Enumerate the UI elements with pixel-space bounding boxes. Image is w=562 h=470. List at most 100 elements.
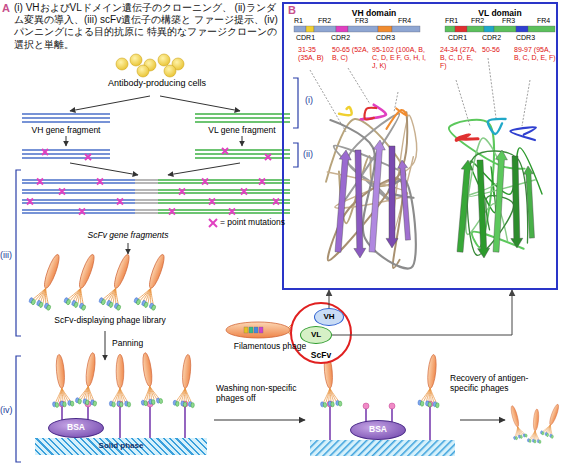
mutation-stroke [79, 209, 85, 215]
phage-gene-block [249, 327, 253, 333]
phage-fiber [86, 386, 95, 401]
domain-segment [516, 26, 528, 32]
vl-gene-line [195, 157, 290, 159]
vl-head [101, 299, 106, 305]
antigen [117, 401, 123, 407]
phage [98, 251, 138, 311]
mutation-stroke [179, 189, 185, 195]
vl-gene-line [195, 153, 290, 155]
vl-head [428, 402, 432, 407]
protein-coil [361, 105, 386, 120]
antigen-stem [329, 404, 331, 440]
phage-fiber [115, 388, 120, 402]
flow-arrow [242, 136, 243, 146]
label-text: (iv) [0, 405, 20, 415]
mutation-stroke [117, 199, 123, 205]
phage-fiber [534, 431, 540, 440]
label-text: Recovery of antigen-specific phages [450, 374, 530, 393]
phage-fiber [111, 288, 118, 302]
vl-gene-line [195, 117, 290, 119]
phage [505, 404, 527, 440]
label-text: Antibody-producing cells [92, 78, 222, 88]
phage-body [141, 352, 153, 387]
vl-head [46, 304, 51, 310]
label-text: ScFv-displaying phage library [30, 316, 190, 326]
phage-fiber [150, 385, 159, 400]
vl-head [127, 402, 130, 407]
flow-arrow [66, 136, 67, 146]
phage-body [84, 352, 96, 387]
antibody-cell [137, 65, 149, 77]
antigen-stem [149, 404, 151, 438]
phage-fiber [41, 288, 46, 302]
vl-head [551, 435, 554, 439]
protein-coil [328, 112, 407, 268]
vl-gene-line [158, 199, 290, 200]
residue-range: 89-97 (95A, B, C, D, E, F) [514, 46, 556, 62]
phage-body [147, 253, 167, 290]
mutation-stroke [27, 199, 33, 205]
phage-body [548, 403, 560, 425]
point-mutation-mark [59, 189, 65, 195]
beta-strand [354, 150, 366, 258]
phage-fiber [544, 424, 550, 433]
vl-gene-line [158, 202, 290, 203]
flow-arrow [70, 163, 138, 175]
antigen [389, 403, 395, 409]
label-text: Washing non-specific phages off [216, 384, 312, 403]
phage-fiber [330, 388, 339, 402]
phage-fiber [533, 431, 535, 440]
mutation-stroke [79, 209, 85, 215]
antigen-stem [184, 404, 186, 438]
label-text: CDR2 [482, 34, 506, 42]
label-text: CDR3 [516, 34, 540, 42]
domain-segment [294, 26, 306, 32]
bracket [16, 356, 21, 462]
vh-gene-line [22, 117, 110, 119]
phage-body [55, 354, 66, 389]
mutation-stroke [37, 179, 43, 185]
phage-fiber [112, 388, 120, 402]
vh-gene-line [22, 189, 135, 190]
phage-fiber [429, 388, 430, 402]
mutation-stroke [85, 154, 91, 160]
phage-fiber [547, 425, 555, 435]
vl-head [108, 302, 113, 308]
mutation-stroke [37, 179, 43, 185]
label-text: FR2 [471, 17, 489, 25]
vl-head [73, 302, 78, 308]
node-text: BSA [67, 423, 85, 432]
mutation-stroke [169, 209, 175, 215]
label-text: VH gene fragment [16, 126, 116, 136]
vl-head [338, 401, 342, 406]
vh-gene-line [22, 153, 110, 155]
label-text: CDR1 [296, 34, 320, 42]
label-text: FR3 [502, 17, 520, 25]
leader-line [488, 58, 496, 118]
residue-range: 95-102 (100A, B, C, D, E F, G, H, I, J, … [372, 46, 428, 69]
vl-head [55, 402, 59, 407]
vl-head [31, 299, 36, 305]
phage-fiber [36, 286, 46, 301]
label-text: CDR1 [448, 34, 472, 42]
phage [540, 402, 562, 439]
linker-line [135, 192, 158, 193]
vh-gene-line [22, 212, 135, 213]
linker-line [135, 199, 158, 200]
protein-coil [456, 135, 478, 141]
point-mutation-mark [85, 154, 91, 160]
phage-body [77, 253, 97, 290]
phage-fiber [79, 385, 88, 400]
phage [28, 251, 68, 311]
phage-fiber [111, 288, 116, 302]
mutation-stroke [229, 209, 235, 215]
point-mutation-mark [79, 209, 85, 215]
phage [527, 408, 544, 443]
phage-fiber [76, 288, 89, 304]
point-mutation-mark [179, 189, 185, 195]
phage-fiber [421, 388, 430, 402]
mutation-stroke [222, 148, 228, 154]
phage-fiber [81, 386, 88, 400]
mutation-stroke [209, 199, 215, 205]
